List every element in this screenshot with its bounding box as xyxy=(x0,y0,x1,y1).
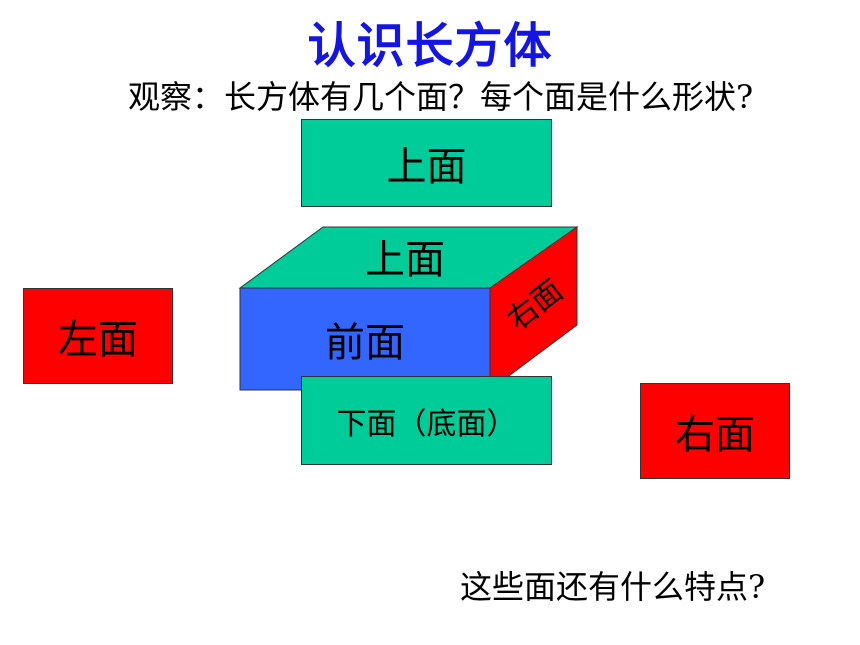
left-face-label: 左面 xyxy=(58,317,138,363)
left-face: 左面 xyxy=(23,288,173,384)
footer-question: 这些面还有什么特点? xyxy=(460,568,766,606)
top-face-separate-label: 上面 xyxy=(386,144,467,190)
bottom-face-label: 下面（底面） xyxy=(336,406,517,442)
right-face-separate: 右面 xyxy=(640,383,790,479)
question-text: 观察：长方体有几个面？每个面是什么形状? xyxy=(128,78,754,116)
right-face-separate-label: 右面 xyxy=(675,412,755,458)
top-face-separate: 上面 xyxy=(301,119,552,207)
bottom-face: 下面（底面） xyxy=(301,376,552,465)
cuboid-top-label: 上面 xyxy=(365,237,445,283)
cuboid-front-label: 前面 xyxy=(325,320,405,366)
cuboid-front-face xyxy=(239,287,491,391)
slide-title: 认识长方体 xyxy=(307,18,553,74)
